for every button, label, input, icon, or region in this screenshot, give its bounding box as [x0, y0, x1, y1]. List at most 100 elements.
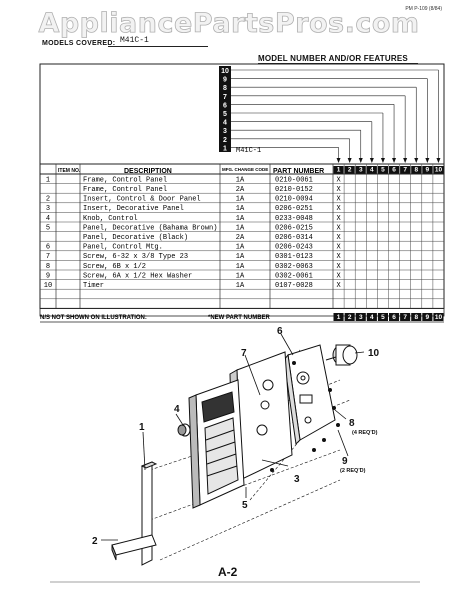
- callout-8: 8: [349, 418, 355, 429]
- row-desc: Insert, Control & Door Panel: [83, 196, 201, 204]
- row-model-1-mark: X: [336, 176, 341, 184]
- row-code: 2A: [236, 186, 245, 194]
- callout-3: 3: [294, 474, 300, 485]
- hdr-nums-cell-10: [433, 166, 444, 174]
- ladder-number-6: 6: [223, 102, 227, 109]
- hdr-nums-number-9: 9: [426, 167, 430, 174]
- hdr-nums-number-8: 8: [414, 167, 418, 174]
- row-item: 8: [46, 263, 50, 271]
- row-part: 0206-0215: [275, 224, 313, 232]
- page-number: A-2: [218, 565, 238, 579]
- header-item-no: ITEM NO.: [58, 168, 81, 174]
- row-model-1-mark: X: [336, 224, 341, 232]
- hdr-nums-number-2: 2: [348, 167, 352, 174]
- foot-nums-cell-10: [433, 313, 444, 321]
- row-model-1-mark: X: [336, 205, 341, 213]
- row-desc: Panel, Decorative (Bahama Brown): [83, 224, 217, 232]
- row-model-1-mark: X: [336, 263, 341, 271]
- row-part: 0107-0028: [275, 282, 313, 290]
- hdr-nums-cell-9: [422, 166, 433, 174]
- table-grid: [39, 63, 445, 323]
- ladder-number-2: 2: [223, 137, 227, 144]
- hdr-nums-number-10: 10: [435, 167, 443, 174]
- hdr-nums-number-3: 3: [359, 167, 363, 174]
- row-desc: Panel, Control Mtg.: [83, 244, 163, 252]
- row-desc: Frame, Control Panel: [83, 176, 167, 184]
- row-part: 0206-0251: [275, 205, 313, 213]
- hdr-nums-cell-1: [333, 166, 344, 174]
- row-part: 0233-0048: [275, 215, 313, 223]
- row-code: 1A: [236, 272, 245, 280]
- footer-not-shown: N/S NOT SHOWN ON ILLUSTRATION:: [40, 315, 147, 321]
- row-code: 1A: [236, 224, 245, 232]
- row-part: 0210-0152: [275, 186, 313, 194]
- callout-9-note: (2 REQ'D): [340, 468, 366, 474]
- ladder-number-7: 7: [223, 94, 227, 101]
- row-part: 0206-0243: [275, 244, 313, 252]
- foot-nums-number-10: 10: [435, 314, 443, 321]
- row-item: 7: [46, 253, 50, 261]
- row-code: 1A: [236, 176, 245, 184]
- callout-2: 2: [92, 536, 98, 547]
- control-mounting-panel: [283, 344, 336, 446]
- row-model-1-mark: X: [336, 282, 341, 290]
- row-part: 0301-0123: [275, 253, 313, 261]
- row-part: 0210-0094: [275, 196, 313, 204]
- row-part: 0302-0063: [275, 263, 313, 271]
- ladder-number-5: 5: [223, 111, 227, 118]
- row-item: 2: [46, 196, 50, 204]
- timer: [325, 344, 358, 366]
- row-item: 3: [46, 205, 50, 213]
- foot-nums-number-8: 8: [414, 314, 418, 321]
- foot-nums-number-5: 5: [381, 314, 385, 321]
- row-part: 0302-0061: [275, 272, 313, 280]
- row-item: 9: [46, 272, 50, 280]
- row-desc: Knob, Control: [83, 215, 138, 223]
- foot-nums-cell-7: [400, 313, 411, 321]
- models-covered-label: MODELS COVERED:: [42, 40, 116, 47]
- row-desc: Screw, 6B x 1/2: [83, 263, 146, 271]
- row-desc: Screw, 6A x 1/2 Hex Washer: [83, 272, 192, 280]
- foot-nums-cell-6: [389, 313, 400, 321]
- row-model-1-mark: X: [336, 244, 341, 252]
- ladder-bar: [219, 66, 231, 152]
- row-code: 1A: [236, 263, 245, 271]
- hdr-nums-number-1: 1: [337, 167, 341, 174]
- hdr-nums-cell-8: [411, 166, 422, 174]
- row-model-1-mark: X: [336, 253, 341, 261]
- row-desc: Frame, Control Panel: [83, 186, 167, 194]
- ladder-number-10: 10: [221, 68, 229, 75]
- foot-nums-number-4: 4: [370, 314, 374, 321]
- hdr-nums-cell-3: [355, 166, 366, 174]
- table-row: 8 Screw, 6B x 1/2 1A 0302-0063 X: [46, 263, 342, 271]
- row-item: 4: [46, 215, 50, 223]
- row-item: 10: [44, 282, 52, 290]
- foot-nums-cell-9: [422, 313, 433, 321]
- foot-nums-number-1: 1: [337, 314, 341, 321]
- hdr-nums-cell-7: [400, 166, 411, 174]
- foot-nums-cell-4: [366, 313, 377, 321]
- control-insert-panel: [188, 379, 245, 509]
- row-desc: Insert, Decorative Panel: [83, 205, 184, 213]
- row-code: 1A: [236, 244, 245, 252]
- model-features-title: MODEL NUMBER AND/OR FEATURES: [258, 54, 408, 63]
- row-model-1-mark: X: [336, 215, 341, 223]
- callout-9: 9: [342, 456, 348, 467]
- ladder-number-4: 4: [223, 120, 227, 127]
- ladder-number-9: 9: [223, 77, 227, 84]
- hdr-nums-number-4: 4: [370, 167, 374, 174]
- leader-lines: [101, 333, 365, 541]
- ladder-number-1: 1: [223, 145, 227, 152]
- hdr-nums-number-7: 7: [403, 167, 407, 174]
